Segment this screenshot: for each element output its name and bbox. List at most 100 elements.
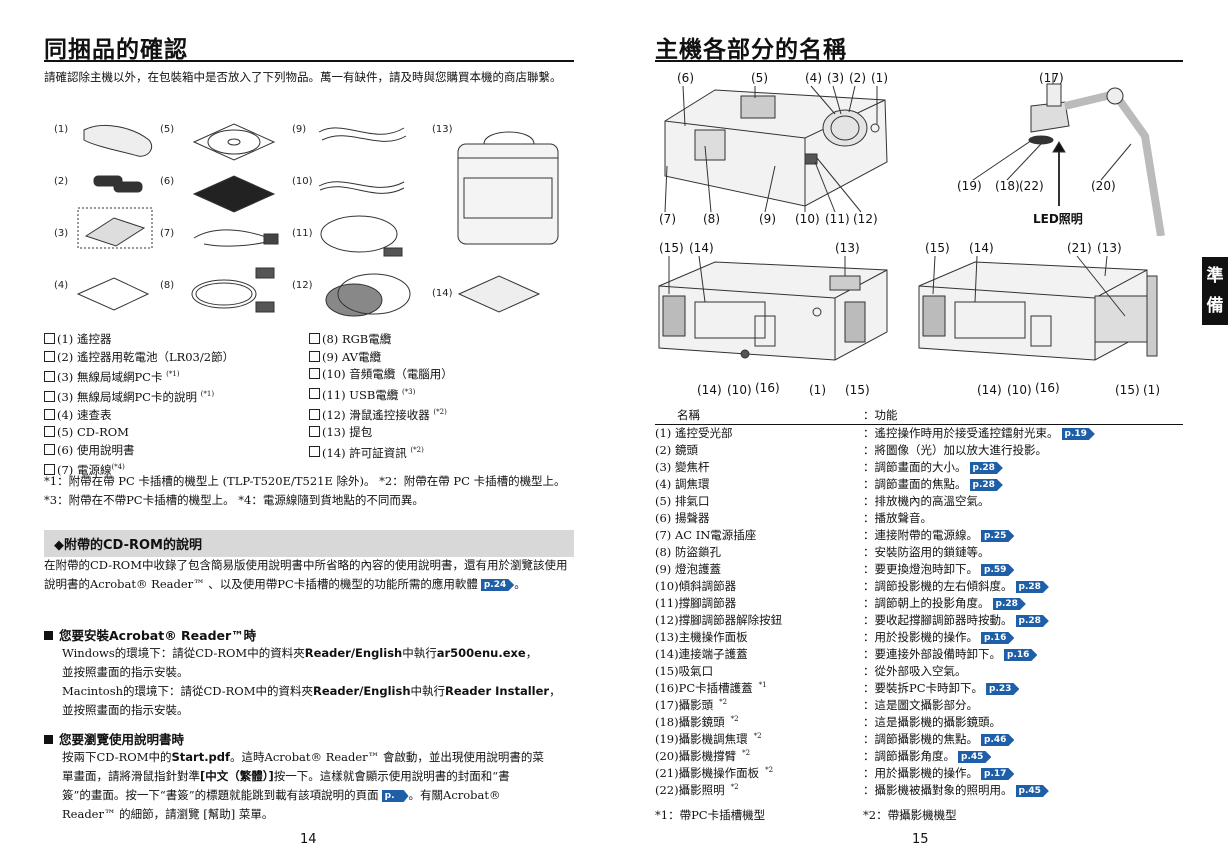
fig-label: (13)	[432, 124, 453, 135]
page-ref-badge[interactable]: p.59	[981, 564, 1015, 576]
list-item: (3) 無線局域網PC卡的說明 (*1)	[44, 386, 309, 406]
chapter-tab: 準備	[1202, 257, 1228, 325]
checkbox-icon	[44, 443, 55, 455]
table-row: (22)攝影照明*2：攝影機被攝對象的照明用。p.45	[655, 782, 1095, 799]
list-item: (7) 電源線(*4)	[44, 459, 309, 479]
square-bullet-icon	[44, 631, 53, 640]
part-name: (11)撐腳調節器	[655, 596, 737, 610]
checkbox-icon	[44, 463, 55, 475]
part-name: (12)撐腳調節器解除按鈕	[655, 613, 783, 627]
page-ref-badge[interactable]: p.28	[969, 462, 1003, 474]
part-name: (6) 揚聲器	[655, 511, 710, 525]
page-ref-badge[interactable]: p.19	[1061, 428, 1095, 440]
list-item: (11) USB電纜 (*3)	[309, 384, 574, 404]
page-number-left: 14	[300, 832, 317, 847]
part-function: ：調節投影機的左右傾斜度。p.28	[863, 578, 1095, 595]
fig-label: (12)	[292, 280, 313, 291]
page-ref-badge[interactable]: p.45	[1015, 785, 1049, 797]
list-item: (9) AV電纜	[309, 349, 574, 367]
svg-text:(10): (10)	[727, 383, 752, 397]
table-rule	[655, 424, 1183, 425]
part-function: ：要裝拆PC卡時卸下。p.23	[863, 680, 1095, 697]
svg-text:(5): (5)	[751, 71, 768, 85]
svg-text:LED照明: LED照明	[1033, 211, 1083, 226]
checkbox-icon	[309, 333, 320, 344]
page-ref-badge[interactable]: p.28	[1015, 615, 1049, 627]
table-row: (17)攝影頭*2：這是圖文攝影部分。	[655, 697, 1095, 714]
fig-label: (14)	[432, 288, 453, 299]
svg-text:(17): (17)	[1039, 71, 1064, 85]
part-function: ：調節畫面的焦點。p.28	[863, 476, 1095, 493]
part-function: ：排放機內的高溫空氣。	[863, 494, 990, 508]
page-ref-badge[interactable]: p.28	[1015, 581, 1049, 593]
part-name: (8) 防盜鎖孔	[655, 545, 721, 559]
part-name: (14)連接端子護蓋	[655, 647, 748, 661]
table-row: (12)撐腳調節器解除按鈕 ：要收起撐腳調節器時按動。p.28	[655, 612, 1095, 629]
page-ref-badge[interactable]: p.23	[986, 683, 1020, 695]
svg-text:(6): (6)	[677, 71, 694, 85]
svg-text:(1): (1)	[871, 71, 888, 85]
fig-label: (1)	[54, 124, 68, 135]
part-function: ：調節朝上的投影角度。p.28	[863, 595, 1095, 612]
part-function: ：攝影機被攝對象的照明用。p.45	[863, 782, 1095, 799]
part-name: (1) 遙控受光部	[655, 426, 733, 440]
table-row: (16)PC卡插槽護蓋*1：要裝拆PC卡時卸下。p.23	[655, 680, 1095, 697]
part-name: (4) 調焦環	[655, 477, 710, 491]
svg-text:(11): (11)	[825, 212, 850, 226]
part-name: (19)攝影機調焦環*2	[655, 732, 762, 746]
page-ref-badge[interactable]: p.16	[1004, 649, 1038, 661]
list-item: (2) 遙控器用乾電池（LR03/2節）	[44, 349, 309, 367]
page-ref-badge[interactable]: p.28	[969, 479, 1003, 491]
part-function: ：將圖像（光）加以放大進行投影。	[863, 443, 1047, 457]
part-function: ：要更換燈泡時卸下。p.59	[863, 561, 1095, 578]
svg-text:(7): (7)	[659, 212, 676, 226]
page-ref-badge[interactable]: p.25	[981, 530, 1015, 542]
cd-section-text: 在附帶的CD-ROM中收錄了包含簡易版使用說明書中所省略的內容的使用說明書，還有…	[44, 558, 568, 591]
items-list-2: (8) RGB電纜 (9) AV電纜 (10) 音頻電纜（電腦用） (11) U…	[309, 331, 574, 462]
part-function: ：調節畫面的大小。p.28	[863, 459, 1095, 476]
page-ref-badge[interactable]: p.28	[992, 598, 1026, 610]
checkbox-icon	[309, 350, 320, 362]
svg-text:(18): (18)	[995, 179, 1020, 193]
part-function: ：連接附帶的電源線。p.25	[863, 527, 1095, 544]
square-bullet-icon	[44, 735, 53, 744]
part-name: (9) 燈泡護蓋	[655, 562, 721, 576]
table-row: (19)攝影機調焦環*2 ：調節攝影機的焦點。p.46	[655, 731, 1095, 748]
part-name: (5) 排氣口	[655, 494, 710, 508]
fig-label: (11)	[292, 228, 313, 239]
fig-label: (10)	[292, 176, 313, 187]
fig-label: (9)	[292, 124, 306, 135]
part-name: (13)主機操作面板	[655, 630, 748, 644]
page-title-right: 主機各部分的名稱	[655, 37, 847, 63]
part-name: (20)攝影機撐臂*2	[655, 749, 751, 763]
part-function: ：要收起撐腳調節器時按動。p.28	[863, 612, 1095, 629]
checkbox-icon	[309, 388, 320, 400]
page-ref-badge[interactable]: p.	[381, 790, 409, 802]
parts-table-body: (1) 遙控受光部：遙控操作時用於接受遙控鐳射光束。p.19(2) 鏡頭：將圖像…	[655, 425, 1095, 799]
list-item: (10) 音頻電纜（電腦用）	[309, 366, 574, 384]
page-ref-badge[interactable]: p.24	[480, 579, 515, 591]
list-item: (1) 遙控器	[44, 331, 309, 349]
table-row: (5) 排氣口 ：排放機內的高溫空氣。	[655, 493, 1095, 510]
svg-text:(16): (16)	[1035, 381, 1060, 395]
part-name: (10)傾斜調節器	[655, 579, 737, 593]
part-name: (15)吸氣口	[655, 664, 714, 678]
page-ref-badge[interactable]: p.16	[981, 632, 1015, 644]
part-function: ：要連接外部設備時卸下。p.16	[863, 646, 1095, 663]
table-row: (1) 遙控受光部：遙控操作時用於接受遙控鐳射光束。p.19	[655, 425, 1095, 442]
page-ref-badge[interactable]: p.46	[981, 734, 1015, 746]
part-function: ：這是圖文攝影部分。	[863, 698, 978, 712]
svg-text:(12): (12)	[853, 212, 878, 226]
page-ref-badge[interactable]: p.17	[981, 768, 1015, 780]
table-row: (13)主機操作面板：用於投影機的操作。p.16	[655, 629, 1095, 646]
fig-label: (4)	[54, 280, 68, 291]
checkbox-icon	[44, 426, 55, 438]
svg-text:(14): (14)	[977, 383, 1002, 397]
table-header: 名稱 ：功能	[677, 408, 898, 422]
svg-text:(10): (10)	[1007, 383, 1032, 397]
page-ref-badge[interactable]: p.45	[958, 751, 992, 763]
checkbox-icon	[44, 333, 55, 344]
part-function: ：調節攝影機的焦點。p.46	[863, 731, 1095, 748]
svg-text:(2): (2)	[849, 71, 866, 85]
checkbox-icon	[44, 370, 55, 382]
